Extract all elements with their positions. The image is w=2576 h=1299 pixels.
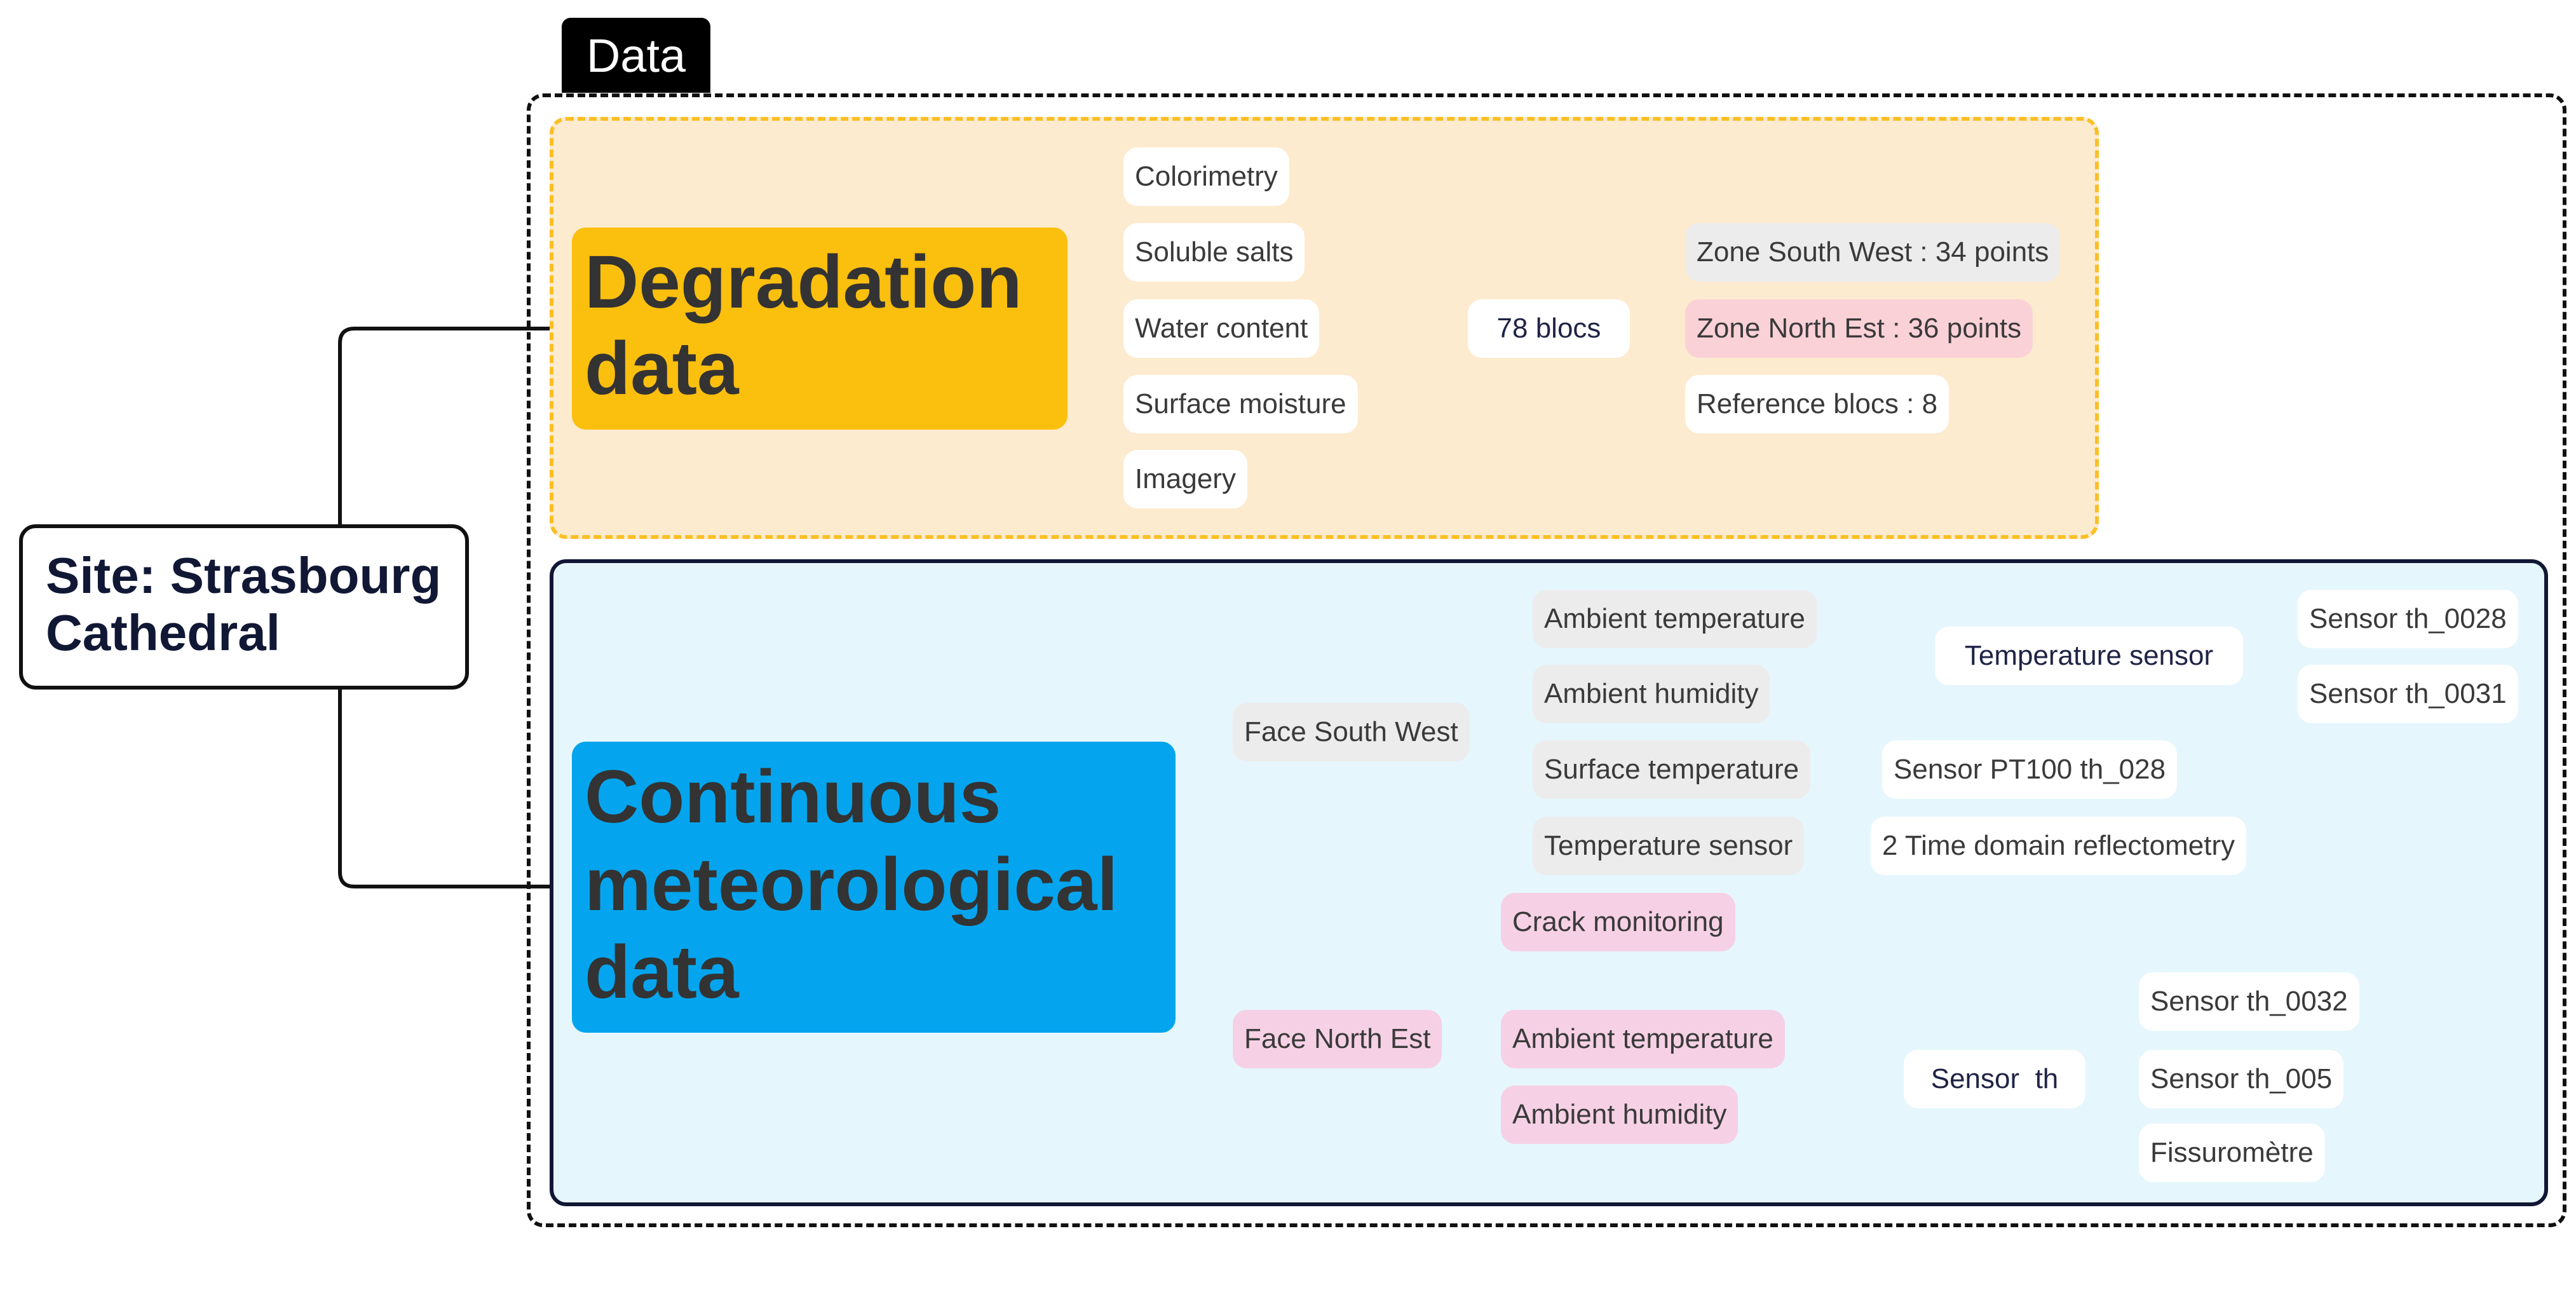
measurement-colorimetry[interactable]: Colorimetry [1123,147,1289,206]
zone-north-est[interactable]: Zone North Est : 36 points [1685,299,2033,358]
measurement-imagery[interactable]: Imagery [1123,450,1247,508]
measurement-water-content[interactable]: Water content [1123,299,1320,358]
degradation-topic[interactable]: Degradation data [572,228,1068,430]
ne-ambient-temperature[interactable]: Ambient temperature [1501,1010,1785,1068]
ne-sensor-th-summary[interactable]: Sensor th [1904,1050,2085,1108]
sw-temperature-sensor-summary[interactable]: Temperature sensor [1935,627,2243,685]
zone-south-west[interactable]: Zone South West : 34 points [1685,223,2061,282]
sw-temperature-sensor[interactable]: Temperature sensor [1533,817,1805,875]
sw-ambient-humidity[interactable]: Ambient humidity [1533,665,1770,723]
data-group-label: Data [562,18,710,93]
data-group-frame [527,93,2566,1227]
sensor-pt100[interactable]: Sensor PT100 th_028 [1882,740,2178,799]
measurement-surface-moisture[interactable]: Surface moisture [1123,375,1358,433]
ne-crack-monitoring[interactable]: Crack monitoring [1501,893,1735,951]
sensor-th-005[interactable]: Sensor th_005 [2139,1050,2344,1108]
summary-78-blocs[interactable]: 78 blocs [1468,299,1630,358]
sensor-th-0028[interactable]: Sensor th_0028 [2298,590,2518,648]
continuous-topic[interactable]: Continuous meteorological data [572,742,1176,1033]
ne-ambient-humidity[interactable]: Ambient humidity [1501,1085,1739,1144]
face-south-west[interactable]: Face South West [1233,703,1470,761]
sw-ambient-temperature[interactable]: Ambient temperature [1533,590,1817,648]
zone-reference-blocs[interactable]: Reference blocs : 8 [1685,375,1949,433]
sensor-fissurometre[interactable]: Fissuromètre [2139,1124,2325,1182]
sensor-th-0032[interactable]: Sensor th_0032 [2139,972,2359,1031]
face-north-est[interactable]: Face North Est [1233,1010,1442,1068]
sensor-th-0031[interactable]: Sensor th_0031 [2298,665,2518,723]
sensor-tdr[interactable]: 2 Time domain reflectometry [1871,817,2247,875]
measurement-soluble-salts[interactable]: Soluble salts [1123,223,1305,282]
root-node[interactable]: Site: Strasbourg Cathedral [19,524,469,690]
sw-surface-temperature[interactable]: Surface temperature [1533,740,1811,799]
